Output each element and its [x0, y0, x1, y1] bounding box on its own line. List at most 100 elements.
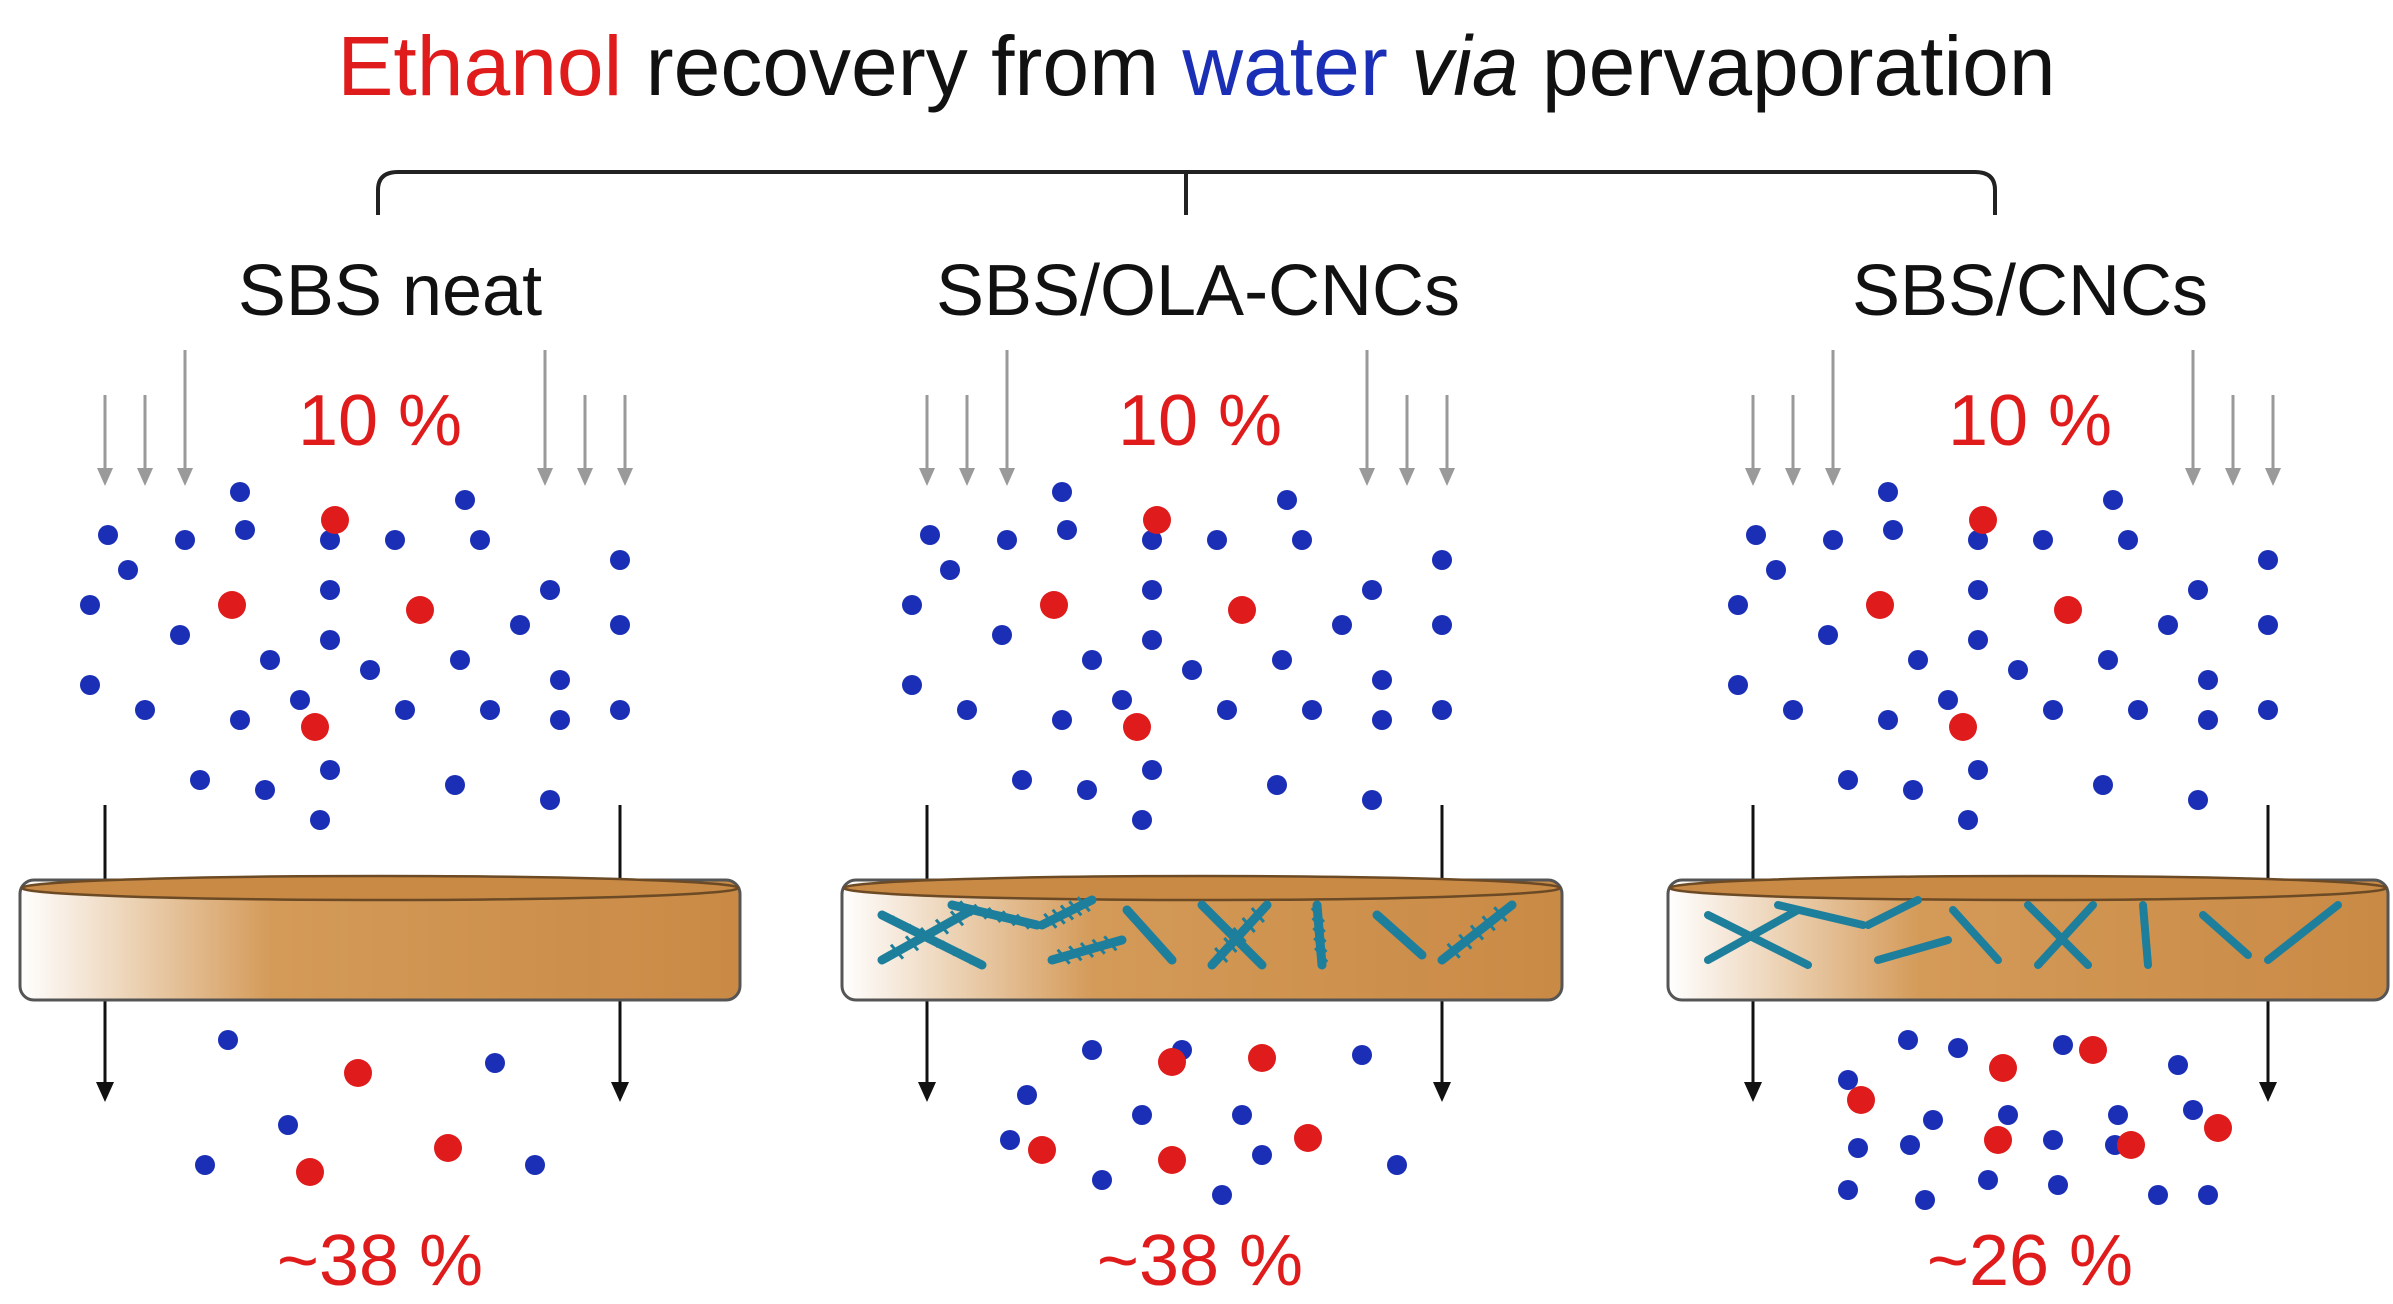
water-molecule — [1352, 1045, 1372, 1065]
ethanol-molecule — [301, 713, 329, 741]
water-molecule — [1000, 1130, 1020, 1150]
ola-graft-chain — [959, 900, 974, 917]
water-molecule — [2053, 1035, 2073, 1055]
water-molecule — [1052, 710, 1072, 730]
cnc-rod — [1774, 901, 1867, 929]
title-water: water — [1182, 19, 1388, 113]
water-molecule — [957, 700, 977, 720]
water-molecule — [2008, 660, 2028, 680]
water-molecule — [2158, 615, 2178, 635]
feed-flow-arrow-head — [1825, 468, 1841, 486]
ola-graft-chain — [1250, 907, 1265, 923]
membrane-disc — [18, 874, 742, 1002]
permeate-flow-arrowhead — [918, 1082, 936, 1102]
feed-flow-arrow — [537, 350, 553, 486]
membrane-top-rim — [1668, 874, 2388, 902]
water-molecule — [940, 560, 960, 580]
water-molecule — [1057, 520, 1077, 540]
ola-graft-chain — [1310, 907, 1325, 923]
ola-graft-chain — [1314, 947, 1329, 963]
water-molecule — [1978, 1170, 1998, 1190]
feed-flow-arrow — [97, 395, 113, 486]
ola-graft-chain — [1223, 937, 1238, 953]
feed-flow-arrow — [617, 395, 633, 486]
water-molecule — [2198, 670, 2218, 690]
water-molecule — [540, 580, 560, 600]
water-molecule — [1823, 530, 1843, 550]
water-molecule — [190, 770, 210, 790]
water-molecule — [455, 490, 475, 510]
feed-flow-arrow — [919, 395, 935, 486]
water-molecule — [2043, 1130, 2063, 1150]
water-molecule — [1142, 630, 1162, 650]
ola-graft-chain — [1407, 940, 1422, 957]
water-molecule — [1212, 1185, 1232, 1205]
water-molecule — [1182, 660, 1202, 680]
cnc-rod — [2024, 901, 2092, 969]
water-molecule — [1948, 1038, 1968, 1058]
permeate-flow-arrowhead — [2259, 1082, 2277, 1102]
ola-graft-chain — [1103, 935, 1118, 952]
permeate-flow-arrowhead — [1433, 1082, 1451, 1102]
ola-graft-chain — [1157, 943, 1172, 960]
water-molecule — [1848, 1138, 1868, 1158]
water-molecule — [2118, 530, 2138, 550]
ethanol-molecule — [1294, 1124, 1322, 1152]
ola-graft-chain — [1076, 896, 1091, 913]
water-molecule — [510, 615, 530, 635]
permeate-percentage-1: ~38 % — [276, 1221, 484, 1301]
permeate-percentage-2: ~38 % — [1096, 1221, 1304, 1301]
feed-flow-arrow-head — [919, 468, 935, 486]
water-molecule — [1903, 780, 1923, 800]
water-molecule — [450, 650, 470, 670]
water-molecule — [2098, 650, 2118, 670]
water-molecule — [170, 625, 190, 645]
water-molecule — [1432, 550, 1452, 570]
ola-graft-chain — [1068, 900, 1083, 917]
cnc-rod — [1864, 896, 1922, 929]
cnc-filler — [1704, 896, 2342, 969]
feed-percentage-1: 10 % — [297, 381, 463, 461]
cnc-rod — [2264, 901, 2342, 964]
water-molecule — [2168, 1055, 2188, 1075]
ola-graft-chain — [919, 927, 935, 943]
water-molecule — [550, 670, 570, 690]
water-molecule — [1818, 625, 1838, 645]
water-molecule — [195, 1155, 215, 1175]
water-molecule — [1838, 1070, 1858, 1090]
water-molecule — [1908, 650, 1928, 670]
water-molecule — [2093, 775, 2113, 795]
water-molecule — [550, 710, 570, 730]
water-molecule — [1883, 520, 1903, 540]
ethanol-molecule — [434, 1134, 462, 1162]
panel-label-sbs-cncs: SBS/CNCs — [1851, 251, 2209, 331]
feed-flow-arrow-head — [2225, 468, 2241, 486]
ola-graft-chain — [1458, 933, 1473, 950]
water-molecule — [175, 530, 195, 550]
water-molecule — [1267, 775, 1287, 795]
membrane-disc — [840, 874, 1564, 1002]
ethanol-molecule — [1040, 591, 1068, 619]
ethanol-molecule — [1949, 713, 1977, 741]
feed-flow-arrow-head — [1399, 468, 1415, 486]
water-molecule — [278, 1115, 298, 1135]
feed-flow-arrow — [1439, 395, 1455, 486]
ola-graft-chain — [1043, 912, 1058, 929]
water-molecule — [1332, 615, 1352, 635]
ola-graft-chain — [1214, 947, 1229, 963]
water-molecule — [1092, 1170, 1112, 1190]
water-molecule — [1998, 1105, 2018, 1125]
feed-flow-arrow — [137, 395, 153, 486]
water-molecule — [230, 482, 250, 502]
ola-graft-chain — [1313, 937, 1328, 953]
water-molecule — [1077, 780, 1097, 800]
ola-graft-chain — [1493, 906, 1508, 923]
water-molecule — [2198, 1185, 2218, 1205]
ethanol-molecule — [321, 506, 349, 534]
water-molecule — [80, 675, 100, 695]
ethanol-molecule — [1158, 1048, 1186, 1076]
panel-label-sbs-neat: SBS neat — [237, 251, 543, 331]
panel-3 — [1666, 350, 2390, 1210]
feed-flow-arrow-head — [999, 468, 1015, 486]
